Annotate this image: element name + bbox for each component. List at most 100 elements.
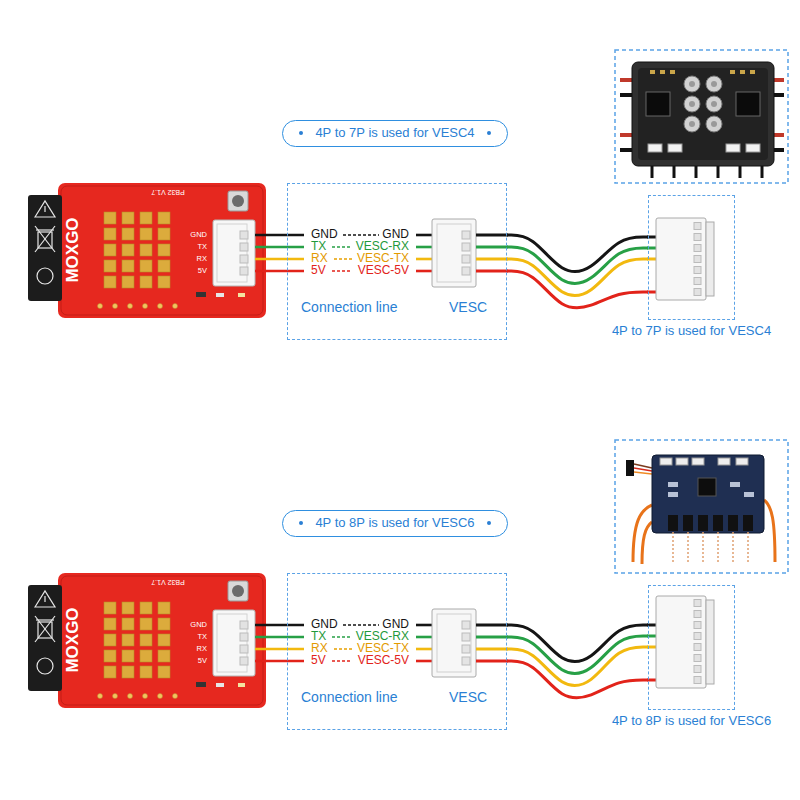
eight-pin-connector (694, 655, 701, 662)
dotted-leads (687, 532, 689, 562)
title-banner: 4P to 7P is used for VESC4 (282, 120, 507, 147)
eight-pin-connector (656, 596, 706, 688)
header-pins (650, 70, 655, 74)
eight-pin-connector (706, 600, 714, 684)
phase-wires (739, 166, 742, 178)
vesc6-board (764, 500, 775, 562)
pin-label: TX (197, 243, 207, 251)
phase-wires (652, 166, 762, 178)
controller-and-wiring (28, 183, 508, 318)
header-pins (660, 70, 665, 74)
box-label: Connection line (301, 689, 398, 706)
seven-pin-connector (706, 222, 714, 296)
wire-bundle (507, 235, 648, 308)
capacitor-tops (711, 121, 717, 127)
capacitors (706, 76, 722, 92)
smd-parts (744, 492, 754, 497)
pin-label: RX (197, 255, 207, 263)
capacitors (706, 116, 722, 132)
capacitors (684, 96, 700, 112)
pin-label: GND (190, 621, 207, 629)
seven-pin-connector (694, 223, 701, 296)
seven-pin-connector (656, 218, 714, 300)
capacitor-tops (689, 81, 717, 127)
power-wires (773, 148, 784, 152)
capacitors (684, 116, 700, 132)
eight-pin-connector (694, 644, 701, 651)
board-version: PB32 V1.7 (151, 578, 184, 586)
banner-text: 4P to 7P is used for VESC4 (315, 125, 474, 141)
wire-bundle (507, 625, 648, 698)
power-wires (773, 78, 784, 82)
power-wires (620, 93, 633, 97)
servo-cable (634, 464, 652, 468)
chips (646, 92, 760, 116)
eight-pin-connector (694, 600, 701, 607)
wire (507, 625, 648, 661)
dotted-leads (672, 532, 674, 562)
wire (507, 661, 648, 698)
seven-pin-connector (694, 234, 701, 241)
wire (507, 636, 648, 673)
servo-cable (626, 460, 652, 476)
power-wires (773, 133, 784, 137)
box-label: VESC (449, 689, 487, 706)
jst-connectors (718, 458, 730, 465)
seven-pin-connector (694, 223, 701, 230)
pin-label: 5V (198, 267, 207, 275)
vesc6-board (626, 455, 775, 564)
signal-name: 5V (310, 264, 327, 277)
title-banner: 4P to 8P is used for VESC6 (282, 510, 507, 537)
chips (736, 92, 760, 116)
small-connectors (648, 144, 662, 152)
connector-detail-box: 4P to 8P is used for VESC6 (648, 585, 735, 710)
seven-pin-connector (694, 289, 701, 296)
box-label: VESC (449, 299, 487, 316)
banner-text: 4P to 8P is used for VESC6 (315, 515, 474, 531)
servo-cable (634, 468, 652, 471)
jst-connectors (676, 458, 688, 465)
jst-connectors (660, 458, 672, 465)
seven-pin-connector (694, 256, 701, 263)
small-connectors (726, 144, 740, 152)
logo-text: MOXGO (64, 217, 83, 282)
small-connectors (648, 144, 760, 152)
mosfets (698, 515, 708, 531)
eight-pin-connector (656, 596, 714, 688)
smd-parts (730, 482, 740, 487)
jst-connectors (736, 458, 748, 465)
header-pins (750, 70, 755, 74)
smd-parts (668, 482, 754, 497)
seven-pin-connector (694, 245, 701, 252)
small-connectors (746, 144, 760, 152)
capacitor-tops (689, 101, 695, 107)
pin-label: GND (190, 231, 207, 239)
power-wires (620, 133, 633, 137)
header-pins (730, 70, 735, 74)
dotted-leads (747, 532, 749, 562)
servo-cable (634, 472, 652, 474)
wire (507, 247, 648, 284)
pin-label: RX (197, 645, 207, 653)
capacitor-tops (711, 81, 717, 87)
dotted-leads (702, 532, 704, 562)
phase-wires (695, 166, 698, 178)
mcu-chip (698, 478, 716, 496)
seven-pin-connector (694, 267, 701, 274)
header-pins (650, 70, 755, 74)
vesc4-board (632, 62, 774, 166)
wire (507, 235, 648, 272)
eight-pin-connector (694, 611, 701, 618)
vesc4-board (638, 68, 768, 160)
capacitor-tops (689, 121, 695, 127)
controller-and-wiring (28, 573, 508, 708)
power-wires (620, 78, 633, 82)
servo-cable (626, 460, 634, 476)
eight-pin-connector (694, 666, 701, 673)
power-wires (773, 93, 784, 97)
wire (507, 259, 648, 295)
capacitors (684, 76, 722, 132)
